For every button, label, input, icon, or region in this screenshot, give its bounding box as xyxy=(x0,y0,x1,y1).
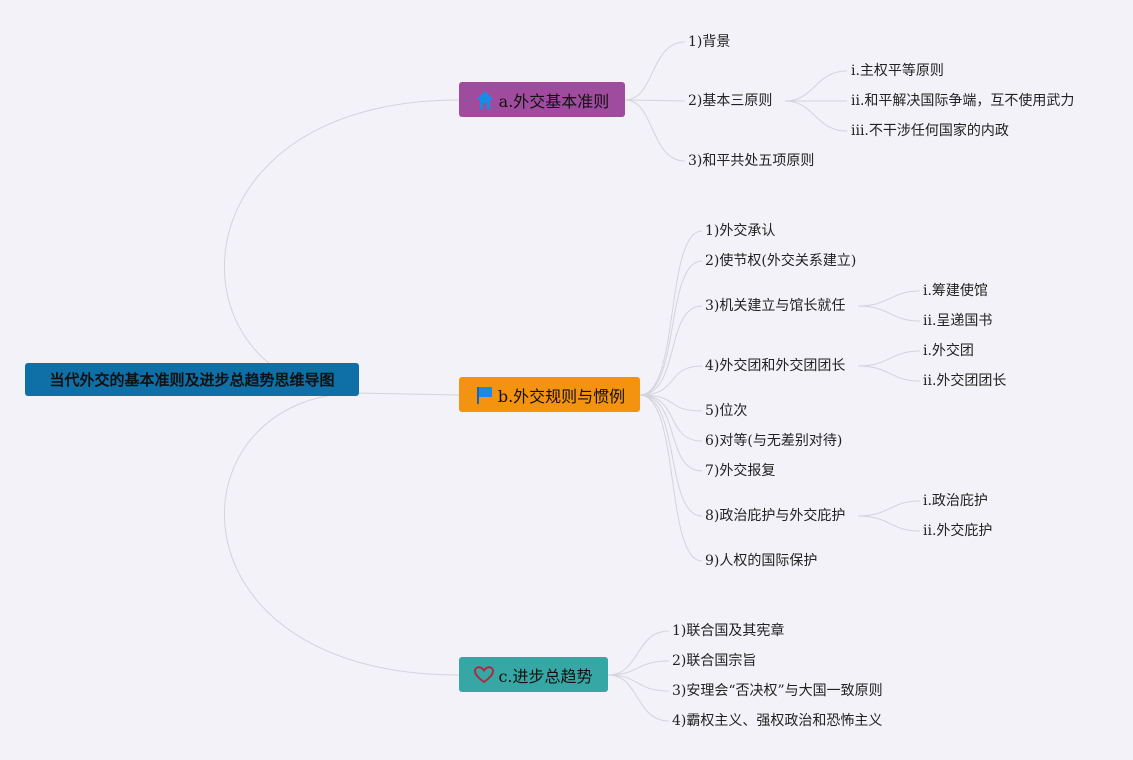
branch-progress-trends[interactable]: c.进步总趋势 xyxy=(459,657,608,692)
subtopic-item[interactable]: i.外交团 xyxy=(923,343,974,359)
subtopic-item[interactable]: i.政治庇护 xyxy=(923,493,988,509)
branch-label: c.进步总趋势 xyxy=(498,666,593,686)
heart-icon xyxy=(474,665,495,685)
subtopic-item[interactable]: i.筹建使馆 xyxy=(923,283,988,299)
root-topic-label: 当代外交的基本准则及进步总趋势思维导图 xyxy=(49,371,335,389)
flag-icon xyxy=(474,385,494,405)
topic-item[interactable]: 4)霸权主义、强权政治和恐怖主义 xyxy=(672,713,883,729)
topic-item[interactable]: 8)政治庇护与外交庇护 xyxy=(705,508,846,524)
topic-item[interactable]: 3)安理会“否决权”与大国一致原则 xyxy=(672,683,883,699)
subtopic-item[interactable]: i.主权平等原则 xyxy=(851,63,944,79)
topic-item[interactable]: 2)联合国宗旨 xyxy=(672,653,757,669)
topic-item[interactable]: 2)基本三原则 xyxy=(688,93,773,109)
subtopic-item[interactable]: iii.不干涉任何国家的内政 xyxy=(851,123,1009,139)
topic-item[interactable]: 1)背景 xyxy=(688,34,731,50)
home-icon xyxy=(475,90,495,110)
topic-item[interactable]: 6)对等(与无差别对待) xyxy=(705,433,843,449)
subtopic-item[interactable]: ii.外交庇护 xyxy=(923,523,993,539)
subtopic-item[interactable]: ii.呈递国书 xyxy=(923,313,993,329)
topic-item[interactable]: 3)机关建立与馆长就任 xyxy=(705,298,846,314)
topic-item[interactable]: 4)外交团和外交团团长 xyxy=(705,358,846,374)
branch-diplomatic-rules[interactable]: b.外交规则与惯例 xyxy=(459,377,640,412)
subtopic-item[interactable]: ii.和平解决国际争端，互不使用武力 xyxy=(851,93,1075,109)
topic-item[interactable]: 9)人权的国际保护 xyxy=(705,553,818,569)
root-topic[interactable]: 当代外交的基本准则及进步总趋势思维导图 xyxy=(25,363,359,396)
branch-diplomatic-principles[interactable]: a.外交基本准则 xyxy=(459,82,625,117)
topic-item[interactable]: 1)外交承认 xyxy=(705,223,776,239)
topic-item[interactable]: 5)位次 xyxy=(705,403,748,419)
branch-label: a.外交基本准则 xyxy=(498,91,610,111)
topic-item[interactable]: 7)外交报复 xyxy=(705,463,776,479)
topic-item[interactable]: 2)使节权(外交关系建立) xyxy=(705,253,857,269)
topic-item[interactable]: 1)联合国及其宪章 xyxy=(672,623,785,639)
branch-label: b.外交规则与惯例 xyxy=(497,386,626,406)
subtopic-item[interactable]: ii.外交团团长 xyxy=(923,373,1007,389)
topic-item[interactable]: 3)和平共处五项原则 xyxy=(688,153,815,169)
